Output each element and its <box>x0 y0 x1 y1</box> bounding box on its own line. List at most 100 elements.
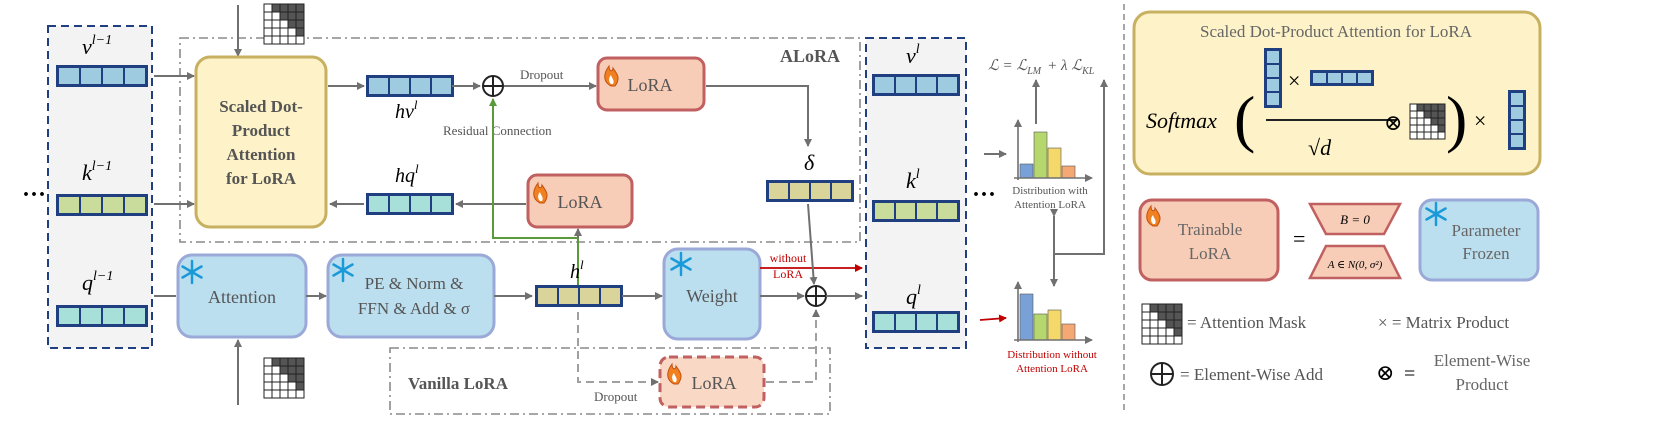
otimes-legend-icon: ⊗ <box>1376 360 1394 385</box>
mask-cell <box>1149 335 1159 345</box>
vector-cell <box>1511 93 1523 105</box>
mask-cell <box>1409 103 1418 112</box>
vector-cell <box>432 78 451 94</box>
lora-top-box <box>596 56 706 112</box>
mask-cell <box>1423 117 1432 126</box>
vector-cell <box>832 183 851 199</box>
vector-cell <box>125 68 145 84</box>
mask-cell <box>1141 319 1151 329</box>
elementwise-add-bottom <box>805 285 827 307</box>
dist-without-line-2: Attention LoRA <box>1016 363 1088 375</box>
mask-cell <box>1430 131 1439 140</box>
vector-cell <box>1267 51 1279 63</box>
otimes-sign: ⊗ <box>1384 110 1402 135</box>
dropout-bottom-label: Dropout <box>594 389 638 404</box>
vector-cell <box>769 183 788 199</box>
sdpa-line-1: Scaled Dot- <box>219 97 303 116</box>
vector-cell <box>917 203 936 219</box>
mask-cell <box>1141 327 1151 337</box>
mask-cell <box>271 389 281 399</box>
hist-bar <box>1061 165 1076 179</box>
vector-cell <box>411 78 430 94</box>
mask-cell <box>1173 335 1183 345</box>
ew-product-line-2: Product <box>1456 375 1509 394</box>
vector-cell <box>938 77 957 93</box>
mask-cell <box>279 381 289 391</box>
mask-cell <box>271 357 281 367</box>
elementwise-add-legend-label: = Element-Wise Add <box>1180 365 1323 384</box>
mask-cell <box>1165 311 1175 321</box>
vector-k-next <box>872 200 960 222</box>
output-v-label: vl <box>906 42 920 68</box>
mask-cell <box>295 3 305 13</box>
attention-mask-legend-icon <box>1141 303 1183 345</box>
alora-title: ALoRA <box>780 46 840 66</box>
distribution-without-attention-lora <box>1014 281 1093 344</box>
pe-norm-line-2: FFN & Add & σ <box>358 299 470 318</box>
lora-mid-label: LoRA <box>558 192 603 212</box>
frozen-line-2: Frozen <box>1462 244 1510 263</box>
hv-label: hvl <box>395 97 418 123</box>
input-panel-q-label: ql−1 <box>82 269 113 295</box>
lora-b-matrix <box>1307 202 1403 236</box>
mask-cell <box>271 381 281 391</box>
vector-delta <box>766 180 854 202</box>
mask-cell <box>1141 303 1151 313</box>
parameter-frozen-legend-box <box>1418 198 1540 282</box>
mask-cell <box>1430 117 1439 126</box>
mask-cell <box>295 381 305 391</box>
vector-hq <box>366 193 454 215</box>
vector-cell <box>896 203 915 219</box>
vanilla-lora-title: Vanilla LoRA <box>408 374 509 393</box>
hist-bar <box>1061 323 1076 341</box>
mask-cell <box>295 27 305 37</box>
mask-cell <box>271 27 281 37</box>
mask-cell <box>263 381 273 391</box>
mask-cell <box>271 19 281 29</box>
mask-cell <box>1173 311 1183 321</box>
snowflake-icon <box>1425 201 1447 227</box>
input-panel-v-label: vl−1 <box>82 33 112 59</box>
dropout-top-label: Dropout <box>520 67 564 82</box>
lora-a-matrix <box>1307 244 1403 280</box>
mask-cell <box>279 357 289 367</box>
mask-cell <box>1437 117 1446 126</box>
vector-cell <box>125 197 145 213</box>
vector-cell <box>81 197 101 213</box>
vector-cell <box>875 77 894 93</box>
mask-cell <box>279 389 289 399</box>
trainable-line-2: LoRA <box>1189 244 1232 263</box>
vector-cell <box>601 288 620 304</box>
mask-cell <box>1437 110 1446 119</box>
times-sign-1: × <box>1288 68 1300 93</box>
mask-cell <box>287 19 297 29</box>
mask-cell <box>279 373 289 383</box>
mask-cell <box>295 365 305 375</box>
softmax-label: Softmax <box>1146 108 1217 133</box>
mask-cell <box>1173 327 1183 337</box>
vector-horizontal-k <box>1310 70 1374 86</box>
vector-cell <box>390 78 409 94</box>
mask-cell <box>1149 311 1159 321</box>
vector-cell <box>811 183 830 199</box>
vector-cell <box>896 77 915 93</box>
mask-cell <box>271 3 281 13</box>
vector-cell <box>81 68 101 84</box>
dist-with-line-2: Attention LoRA <box>1014 199 1086 211</box>
vector-q-prev <box>56 305 148 327</box>
mask-cell <box>287 389 297 399</box>
hq-label: hql <box>395 161 419 187</box>
mask-cell <box>263 11 273 21</box>
delta-label: δ <box>804 150 815 175</box>
without-lora-line-1: without <box>770 251 807 265</box>
loss-formula: ℒ = ℒLM+ λ ℒKL <box>988 58 1095 77</box>
mask-cell <box>271 365 281 375</box>
vector-cell <box>59 308 79 324</box>
mask-cell <box>1165 327 1175 337</box>
mask-cell <box>1416 110 1425 119</box>
vector-cell <box>103 68 123 84</box>
vector-cell <box>1343 73 1356 83</box>
lora-mid-box <box>526 173 634 229</box>
vector-cell <box>1267 93 1279 105</box>
hist-bar <box>1033 313 1048 341</box>
